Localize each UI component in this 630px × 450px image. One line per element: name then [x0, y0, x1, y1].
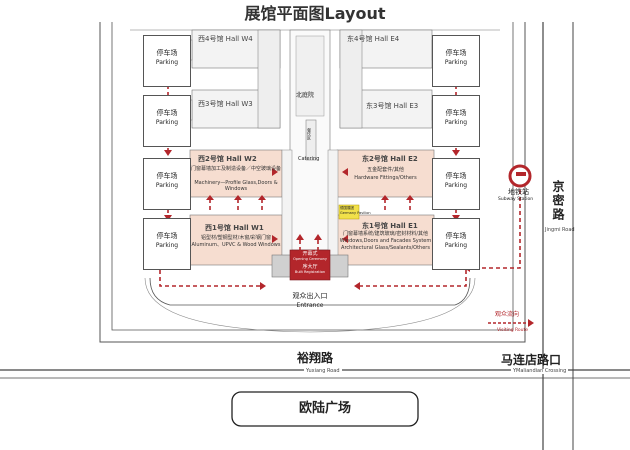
- hall-e1-en-desc-2: Architectural Glass/Sealants/Others: [341, 245, 430, 251]
- entrance-cn-label: 观众出入口: [292, 292, 328, 300]
- hall-e1-label: 东1号馆 Hall E1: [362, 222, 418, 230]
- hall-w1-shape: [189, 214, 283, 266]
- yuxiang-road-label: 裕翔路: [297, 351, 334, 365]
- hall-e2-label: 东2号馆 Hall E2: [362, 155, 418, 163]
- hall-e1-cn-desc: 门窗幕墙系统/建筑玻璃/密封材料/其他: [342, 231, 429, 237]
- germany-pavilion-cn: 德国展团: [340, 206, 354, 210]
- subway-icon: [508, 164, 532, 188]
- hall-e2-cn-desc: 五金配套件/其他: [367, 167, 404, 173]
- germany-pavilion-en: Germany Pavilion: [340, 211, 371, 215]
- malian-crossing-label: 马连店路口: [501, 353, 562, 367]
- hall-w1-en-desc: Aluminum、UPVC & Wood Windows: [191, 242, 281, 248]
- map-title: 展馆平面图Layout: [244, 4, 386, 23]
- opening-en: Opening Ceremony: [293, 257, 327, 261]
- hall-w2-en-desc: Machinery—Profile Glass,Doors & Windows: [194, 180, 278, 192]
- hall-w3-label: 西3号馆 Hall W3: [198, 100, 253, 108]
- hall-e2-shape: [336, 149, 435, 198]
- hall-w1-label: 西1号馆 Hall W1: [205, 224, 264, 232]
- opening-cn: 开幕式: [302, 251, 318, 257]
- subway-en-label: Subway Station: [498, 197, 534, 202]
- hall-w2-shape: [189, 149, 283, 198]
- hall-e3-label: 东3号馆 Hall E3: [366, 102, 419, 110]
- plaza-box: [231, 391, 419, 427]
- hall-w4-label: 西4号馆 Hall W4: [198, 35, 253, 43]
- visiting-route-en: Visiting Route: [497, 328, 529, 333]
- jingmi-road-label: 京密路: [551, 180, 565, 222]
- hall-e2-en-desc: Hardware Fittings/Others: [354, 175, 417, 181]
- catering-shape: [305, 119, 317, 161]
- catering-cn-label: 餐饮区: [307, 128, 312, 140]
- entrance-en-label: Entrance: [296, 302, 324, 309]
- hall-e1-shape: [336, 214, 435, 266]
- yuxiang-road-en: Yuxiang Road: [304, 368, 342, 374]
- hall-e4-label: 东4号馆 Hall E4: [347, 35, 400, 43]
- subway-cn-label: 地铁站: [508, 188, 529, 196]
- hall-e1-en-desc-1: Windows,Doors and Facades System: [339, 238, 432, 244]
- hall-w2-label: 西2号馆 Hall W2: [198, 155, 257, 163]
- plaza-label: 欧陆广场: [298, 401, 351, 416]
- opening-ceremony-shape: [289, 249, 331, 281]
- registration-en: Built Registration: [294, 270, 326, 274]
- visiting-route-cn: 观众流向: [495, 311, 520, 318]
- germany-pavilion-shape: [338, 204, 360, 220]
- malian-crossing-en: YMaliandian Crossing: [511, 368, 569, 374]
- registration-cn: 序大厅: [302, 264, 318, 270]
- jingmi-road-en: Jingmi Road: [545, 227, 575, 233]
- north-court-label: 北庭院: [296, 92, 315, 99]
- hall-w1-cn-desc: 铝型材/塑钢型材/木窗/彩钢门窗: [200, 235, 272, 241]
- hall-w2-cn-desc: 门窗幕墙加工及制造设备／中空玻璃设备: [190, 166, 281, 172]
- catering-label: Catering: [298, 156, 320, 162]
